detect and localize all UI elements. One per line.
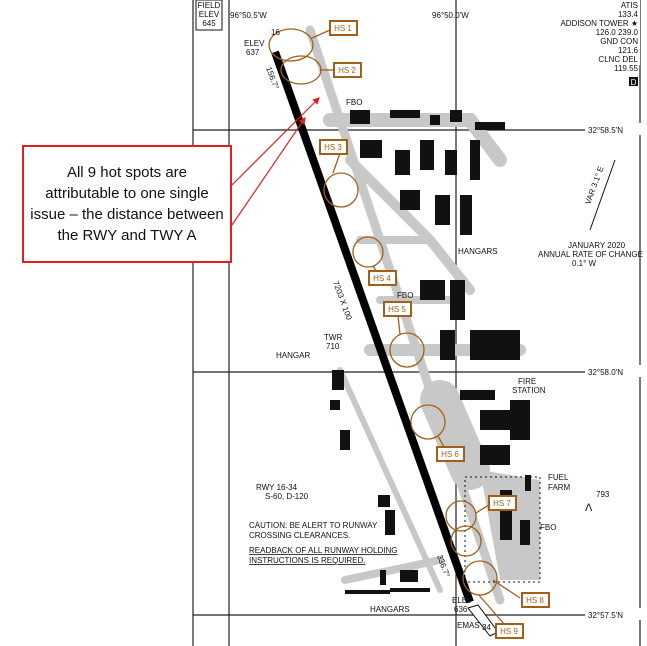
- field-elev-box: [195, 0, 223, 31]
- caution-line4: INSTRUCTIONS IS REQUIRED.: [249, 556, 365, 565]
- runway-end_top: 16: [271, 28, 280, 37]
- hotspot-label-3: HS 3: [319, 139, 348, 155]
- coords-lon_west: 96°50.5'W: [230, 11, 267, 20]
- freqs-1: 133.4: [618, 10, 639, 19]
- hotspot-label-7: HS 7: [488, 495, 517, 511]
- runway-16-34: [271, 50, 474, 604]
- freqs-5: 121.6: [618, 46, 639, 55]
- freqs-2: ADDISON TOWER ★: [560, 19, 638, 28]
- hotspots-1: HS 2: [338, 66, 356, 75]
- runway-elev_bot: ELEV: [452, 596, 473, 605]
- hotspots-8: HS 9: [500, 627, 518, 636]
- coords-lat_bot: 32°57.5'N: [588, 611, 623, 620]
- freqs-7: 119.55: [614, 64, 638, 73]
- grid: [192, 0, 641, 646]
- hotspots-5: HS 6: [441, 450, 459, 459]
- magnetic-variation-arrow: [589, 159, 616, 231]
- coords-lon_east: 96°50.0'W: [432, 11, 469, 20]
- callout-box: All 9 hot spots are attributable to one …: [22, 145, 232, 263]
- freqs-6: CLNC DEL: [598, 55, 638, 64]
- field_elev-label2: ELEV: [199, 10, 220, 19]
- labels-rate3: 0.1° W: [572, 259, 597, 268]
- hotspots-6: HS 7: [493, 499, 511, 508]
- labels-fuel2: FARM: [548, 483, 571, 492]
- runway-dims: 7203 X 100: [331, 280, 354, 322]
- callout-arrow-1: [231, 97, 320, 186]
- d_badge: D: [631, 78, 637, 87]
- hotspots-2: HS 3: [324, 143, 342, 152]
- runway-emas: EMAS: [457, 621, 480, 630]
- field_elev-label1: FIELD: [198, 1, 221, 10]
- obstacle-icon: Λ: [585, 502, 593, 514]
- hotspot-label-8: HS 8: [521, 592, 550, 608]
- hotspot-label-2: HS 2: [333, 62, 362, 78]
- runway-elev_bot_val: 636: [454, 605, 468, 614]
- hotspots-4: HS 5: [388, 305, 406, 314]
- runway-info2: S-60, D-120: [265, 492, 309, 501]
- hotspots-0: HS 1: [334, 24, 352, 33]
- runway-elev_top_val: 637: [246, 48, 260, 57]
- runway-info1: RWY 16-34: [256, 483, 298, 492]
- hotspot-label-6: HS 6: [436, 446, 465, 462]
- runway-elev_top: ELEV: [244, 39, 265, 48]
- coords-lat_top: 32°58.5'N: [588, 126, 623, 135]
- runway-end_bot: 34: [482, 623, 491, 632]
- labels-hangars2: HANGARS: [370, 605, 410, 614]
- caution-line1: CAUTION: BE ALERT TO RUNWAY: [249, 521, 378, 530]
- labels-twr: TWR: [324, 333, 342, 342]
- labels-fbo2: FBO: [397, 291, 413, 300]
- labels-var: VAR 3.1° E: [583, 165, 605, 206]
- hotspot-label-5: HS 5: [383, 301, 412, 317]
- hotspot-label-1: HS 1: [329, 20, 358, 36]
- freqs-3: 126.0 239.0: [596, 28, 639, 37]
- runway-hdg_bot: 336.7°: [435, 554, 451, 579]
- labels-fuel1: FUEL: [548, 473, 569, 482]
- labels-hangar: HANGAR: [276, 351, 310, 360]
- labels-rate2: ANNUAL RATE OF CHANGE: [538, 250, 643, 259]
- labels-fire1: FIRE: [518, 377, 536, 386]
- labels-rate1: JANUARY 2020: [568, 241, 626, 250]
- hotspot-label-9: HS 9: [495, 623, 524, 639]
- taxiway-b: [337, 367, 443, 593]
- callout-arrow-2: [231, 117, 306, 226]
- labels-fire2: STATION: [512, 386, 546, 395]
- labels-hangars: HANGARS: [458, 247, 498, 256]
- freqs-0: ATIS: [621, 1, 638, 10]
- labels-twr_val: 710: [326, 342, 340, 351]
- hotspots-3: HS 4: [373, 274, 391, 283]
- coords-lat_mid: 32°58.0'N: [588, 368, 623, 377]
- callout-text: All 9 hot spots are attributable to one …: [30, 164, 224, 244]
- caution-line3: READBACK OF ALL RUNWAY HOLDING: [249, 546, 397, 555]
- labels-fbo3: FBO: [540, 523, 556, 532]
- field_elev-value: 645: [202, 19, 216, 28]
- caution-line2: CROSSING CLEARANCES.: [249, 531, 350, 540]
- hotspot-label-4: HS 4: [368, 270, 397, 286]
- labels-fbo: FBO: [346, 98, 362, 107]
- freqs-4: GND CON: [600, 37, 638, 46]
- labels-obst: 793: [596, 490, 610, 499]
- hotspot-labels: HS 1 HS 2 HS 3 HS 4 HS 5 HS 6 HS 7 HS 8 …: [319, 20, 550, 639]
- frequencies: ATIS 133.4 ADDISON TOWER ★ 126.0 239.0 G…: [560, 0, 640, 87]
- hotspots-7: HS 8: [526, 596, 544, 605]
